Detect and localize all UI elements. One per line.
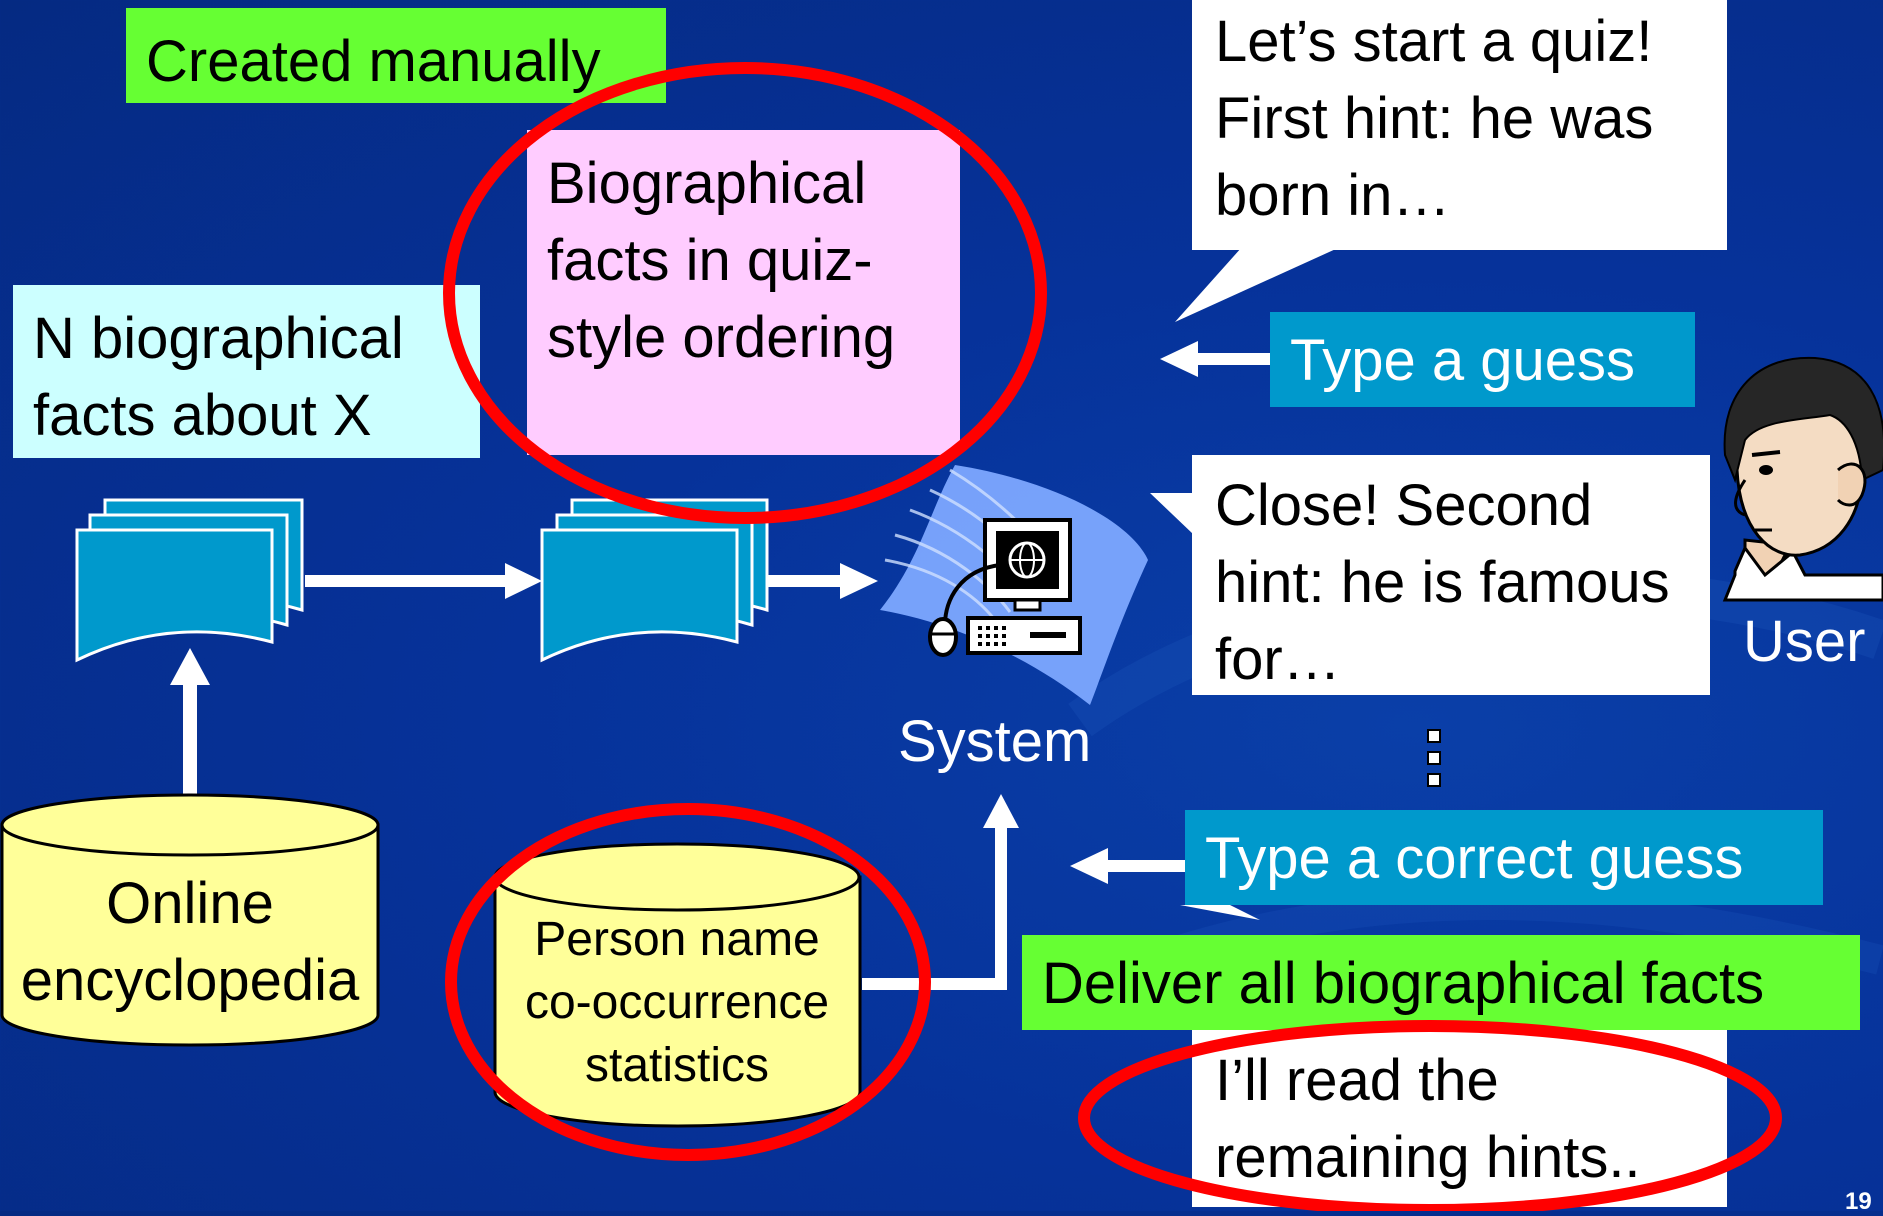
bubble1-tail: [1175, 238, 1360, 322]
arrow-guess-to-system: [1160, 341, 1275, 377]
facts-document-stack-icon: [75, 498, 304, 663]
encyclopedia-database-icon: [0, 793, 380, 1047]
user-label: User: [1743, 609, 1866, 674]
created-manually-label: Created manually: [126, 8, 666, 103]
type-guess-label: Type a guess: [1270, 312, 1695, 407]
system-label: System: [898, 709, 1092, 774]
arrow-encyclopedia-to-facts: [170, 648, 210, 795]
arrow-ordered-to-system: [765, 563, 878, 599]
type-correct-guess-label: Type a correct guess: [1185, 810, 1823, 905]
encyclopedia-label: Online encyclopedia: [20, 871, 360, 1013]
remaining-hints-bubble: I’ll read the remaining hints..: [1192, 1022, 1727, 1207]
cooccurrence-label: Person name co-occurrence statistics: [524, 913, 830, 1092]
dialogue-continuation-dots: [1427, 729, 1441, 787]
computer-icon: [880, 465, 1148, 705]
bubble3-tail: [1180, 905, 1260, 920]
arrow-correct-guess-to-system: [1070, 848, 1185, 884]
quiz-facts-box: Biographical facts in quiz-style orderin…: [527, 130, 960, 455]
user-avatar-icon: [1722, 356, 1883, 602]
deliver-all-label: Deliver all biographical facts: [1022, 935, 1860, 1030]
first-hint-bubble: Let’s start a quiz! First hint: he was b…: [1192, 0, 1727, 250]
arrow-stats-to-system: [862, 794, 1019, 990]
second-hint-bubble: Close! Second hint: he is famous for…: [1192, 455, 1710, 695]
n-facts-box: N biographical facts about X: [13, 285, 480, 458]
ordered-facts-document-stack-icon: [540, 498, 769, 663]
page-number: 19: [1845, 1188, 1872, 1215]
arrow-facts-to-ordered: [305, 563, 542, 599]
